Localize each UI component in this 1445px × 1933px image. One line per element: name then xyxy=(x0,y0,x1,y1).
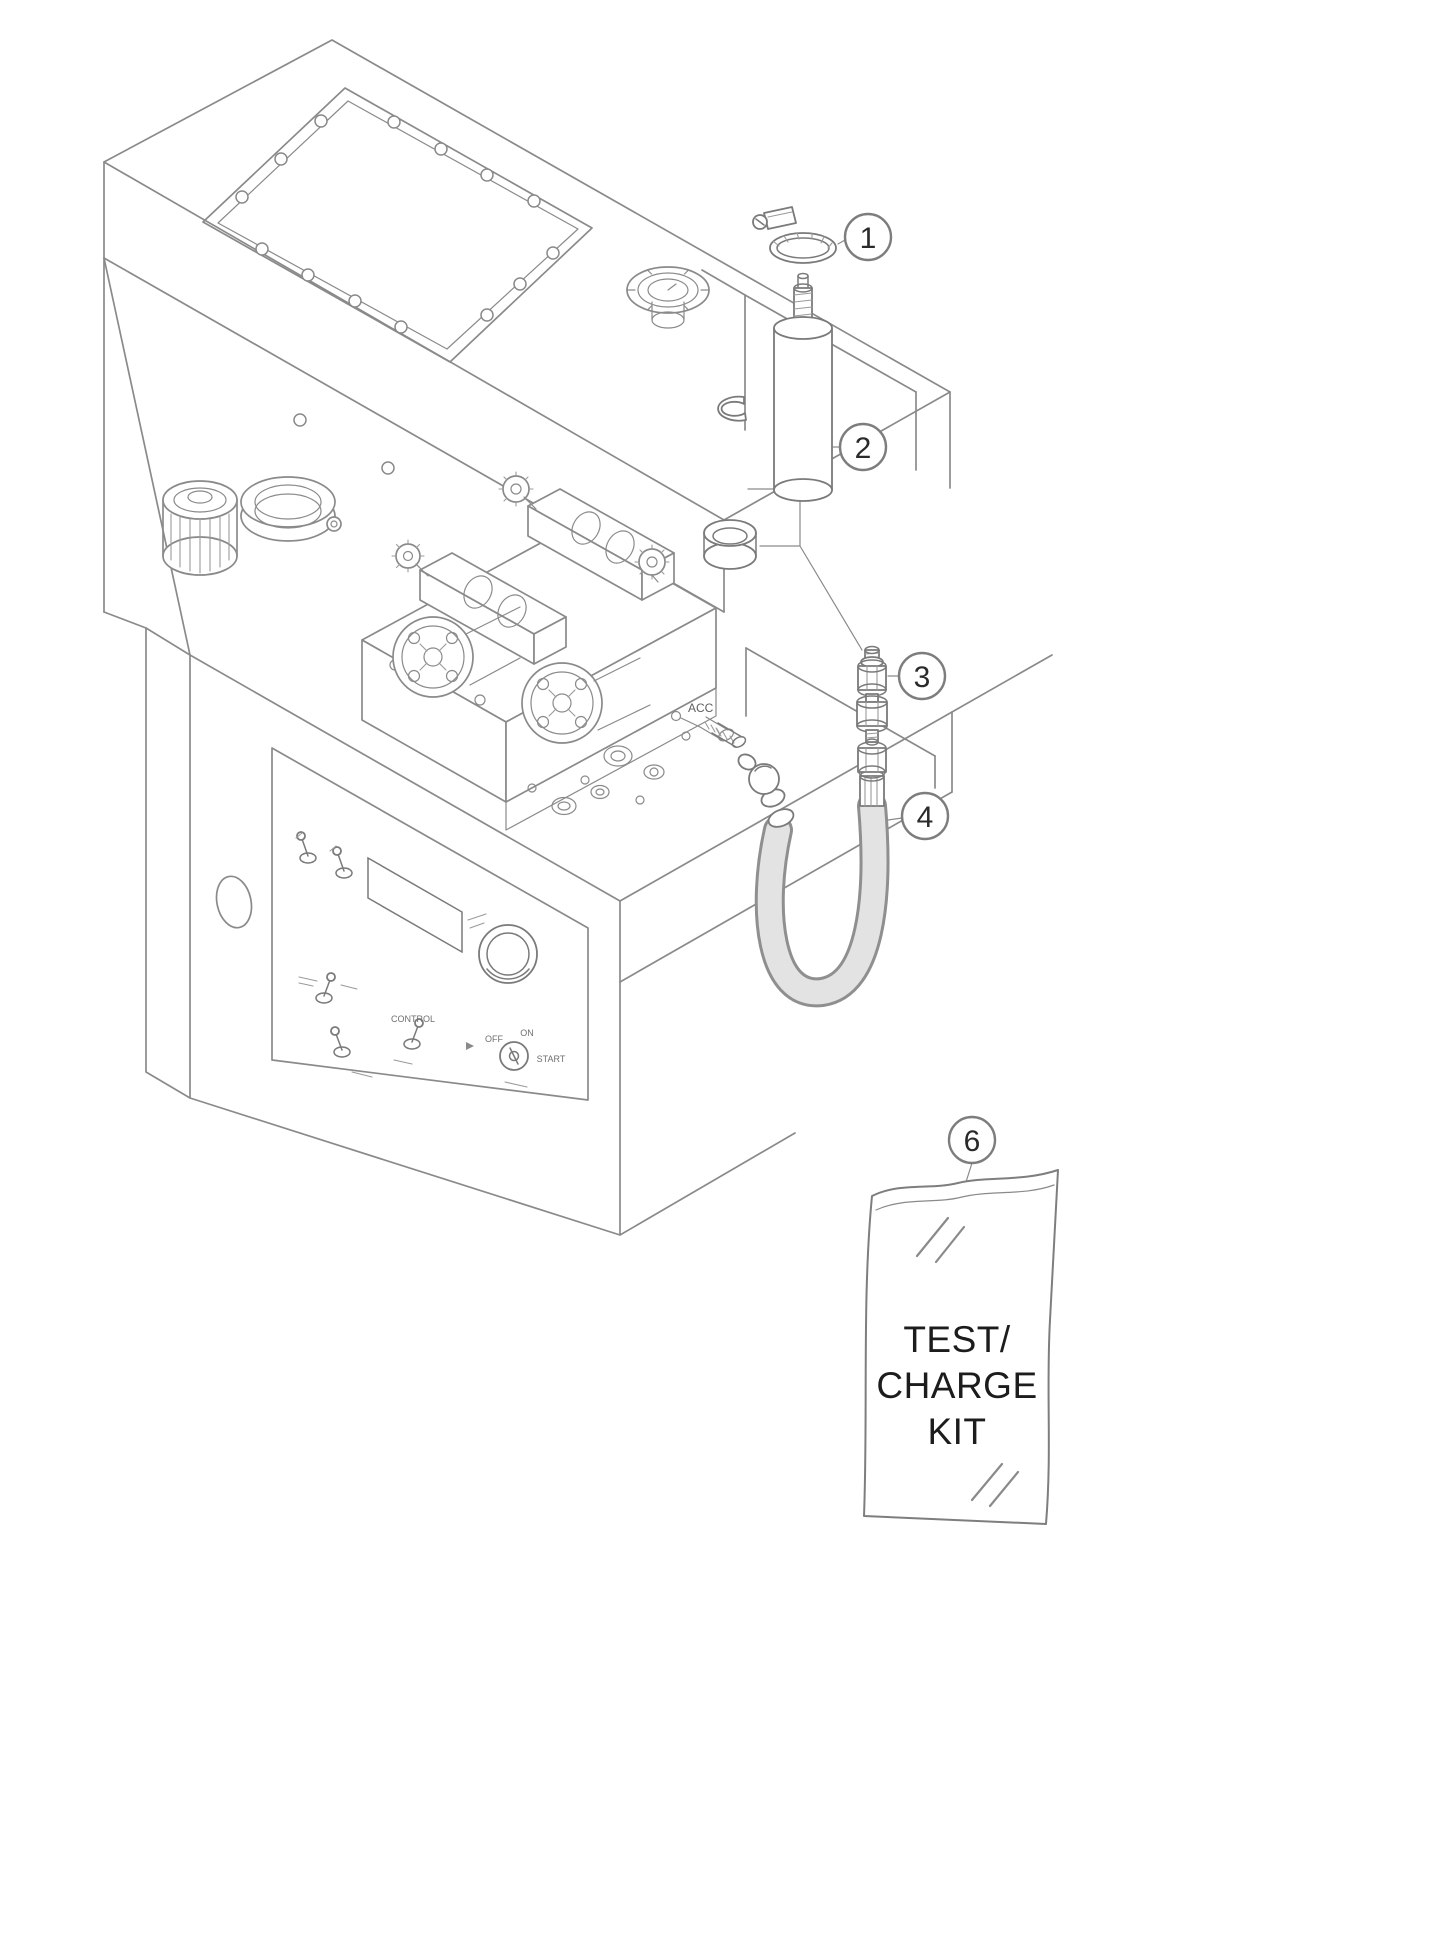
display-window xyxy=(367,856,463,954)
callout-4-number: 4 xyxy=(917,801,934,834)
gauge-needle xyxy=(667,283,677,291)
pump-end-cap xyxy=(521,657,651,744)
callout-2: 2 xyxy=(832,422,888,472)
manifold-port xyxy=(527,731,691,816)
solenoid-valve xyxy=(419,552,567,665)
collar-ring xyxy=(703,519,757,570)
solenoid-valve xyxy=(527,488,675,601)
lower-step xyxy=(745,647,936,757)
key-switch: OFF ON START xyxy=(485,1028,566,1071)
left-sliver-face xyxy=(145,627,191,1099)
gauge-cap xyxy=(626,266,710,329)
bracket-to-fitting-leader xyxy=(799,545,863,651)
bag-shine-marks xyxy=(915,1216,1020,1508)
valve-manifold-assembly: ACC xyxy=(361,471,734,831)
retainer-clip xyxy=(717,395,747,422)
access-cover-plate xyxy=(202,87,593,475)
toggle-switch xyxy=(403,1018,424,1050)
control-label: CONTROL xyxy=(391,1014,435,1024)
toggle-switch xyxy=(315,972,336,1004)
manifold-lower-strip xyxy=(505,687,717,831)
control-panel-plate xyxy=(271,747,589,1101)
hose-tube xyxy=(757,794,887,1005)
pump-end-cap xyxy=(392,606,521,698)
screw-hole xyxy=(235,114,560,334)
kit-bag-part-6: TEST/ CHARGE KIT xyxy=(863,1169,1059,1525)
bag-outline xyxy=(863,1169,1059,1525)
callout-4: 4 xyxy=(887,791,950,841)
callout-2-number: 2 xyxy=(855,432,872,465)
deck-screw xyxy=(293,413,395,475)
callout-3-number: 3 xyxy=(914,661,931,694)
deck-wall-base xyxy=(619,791,953,983)
hose-clamp-part-1 xyxy=(752,206,837,264)
callout-1-number: 1 xyxy=(860,222,877,255)
toggle-switch xyxy=(332,846,353,879)
acc-label-text: ACC xyxy=(688,701,714,715)
callout-1: 1 xyxy=(837,212,893,262)
key-off-label: OFF xyxy=(485,1034,503,1044)
kit-label-line-3: KIT xyxy=(927,1411,986,1452)
machine-body xyxy=(103,39,1053,1236)
kit-label-line-2: CHARGE xyxy=(876,1365,1037,1406)
cap-knurl-ribs xyxy=(170,513,230,574)
cover-plate-inner xyxy=(217,100,579,350)
callout-6-number: 6 xyxy=(964,1125,981,1158)
worm-screw-housing xyxy=(763,206,797,230)
cylinder-valve-stem xyxy=(793,272,813,323)
base-edge xyxy=(619,1132,796,1236)
cover-plate-outer xyxy=(202,87,593,363)
callout-3: 3 xyxy=(887,651,947,701)
toggle-switch xyxy=(296,831,317,864)
bag-fold-line xyxy=(875,1184,1055,1211)
kit-label-line-1: TEST/ xyxy=(903,1319,1011,1360)
hose-elbow-fitting xyxy=(711,722,795,828)
key-on-label: ON xyxy=(520,1028,534,1038)
panel-micro-labels xyxy=(295,832,528,1088)
upper-step xyxy=(701,269,746,296)
callout-6: 6 xyxy=(947,1115,997,1183)
accumulator-cylinder-part-2 xyxy=(773,272,833,502)
fitting-part-3 xyxy=(856,645,888,746)
callouts: 1 2 3 4 6 xyxy=(832,212,997,1183)
control-panel: OFF ON START CONTROL xyxy=(215,747,589,1101)
clamp-band-ridges xyxy=(772,232,833,249)
breather-cap xyxy=(162,480,238,576)
hose-assembly-part-4 xyxy=(711,722,890,1008)
solenoid-connector-icon xyxy=(391,471,670,583)
leader-lines xyxy=(747,488,863,651)
key-start-label: START xyxy=(537,1054,566,1064)
port-ring xyxy=(240,476,342,542)
left-edge xyxy=(103,611,147,629)
indicator-triangle-icon xyxy=(466,1042,474,1050)
deck-left-edge xyxy=(103,257,191,656)
panel-cutout-hole xyxy=(215,875,253,929)
hose-swivel-nut xyxy=(857,741,887,807)
toggle-switch xyxy=(330,1026,351,1058)
estop-knob xyxy=(478,924,538,984)
